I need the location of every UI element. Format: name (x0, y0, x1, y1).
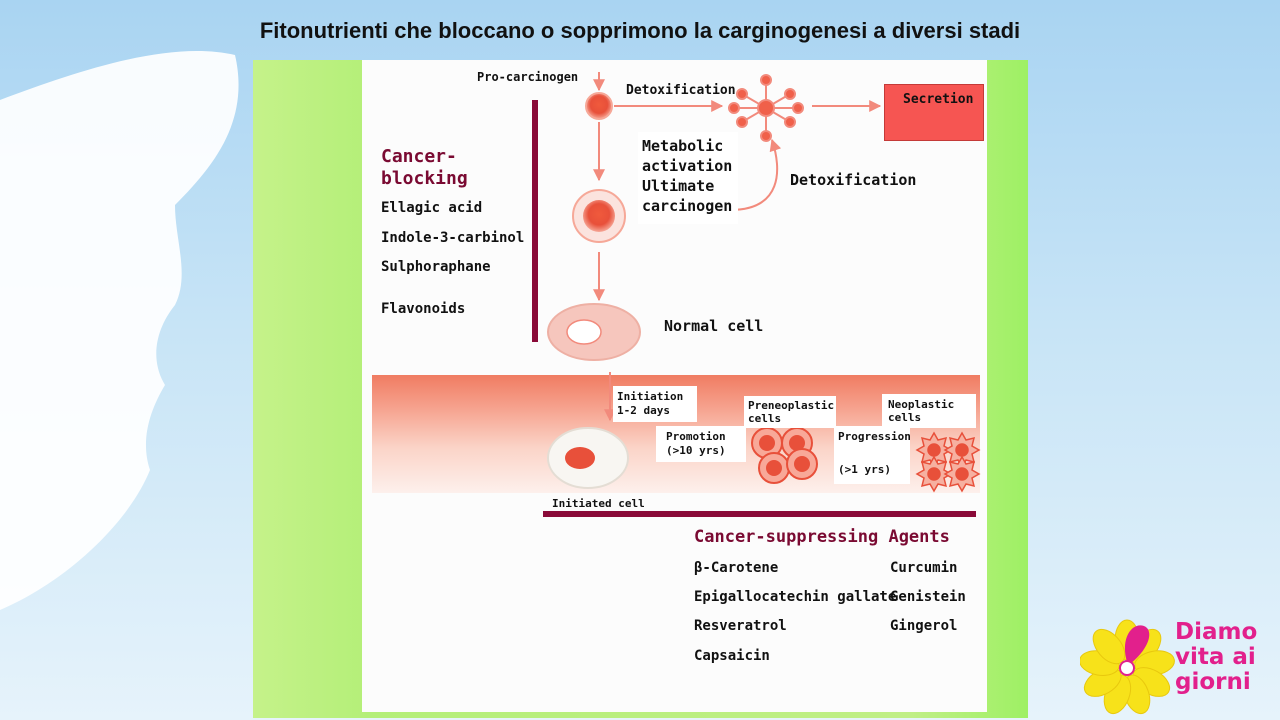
preneoplastic-line: Preneoplastic (748, 399, 835, 412)
progression-box: Progression (>1 yrs) (834, 426, 911, 484)
initiation-line: 1-2 days (617, 404, 670, 417)
cancer-blocking-bar (532, 100, 538, 342)
blocking-agent: Sulphoraphane (381, 259, 491, 275)
neoplastic-cells (915, 431, 981, 493)
progression-label: Progression (838, 430, 911, 443)
diagram-graphics (547, 72, 981, 493)
neoplastic-line: cells (888, 411, 922, 424)
normal-cell-label: Normal cell (664, 317, 764, 335)
flower-icon (1080, 619, 1175, 715)
preneoplastic-line: cells (748, 412, 782, 425)
pro-carcinogen-cell (585, 92, 613, 120)
promotion-box: Promotion (>10 yrs) (656, 426, 746, 462)
flow-arrows (593, 72, 882, 422)
cancer-suppressing-heading: Cancer-suppressing Agents (694, 527, 950, 547)
blocking-agent: Indole-3-carbinol (381, 230, 525, 246)
neoplastic-line: Neoplastic (888, 398, 955, 411)
logo-line: vita ai (1175, 644, 1256, 670)
initiated-cell (547, 427, 629, 489)
logo-line: giorni (1175, 669, 1251, 695)
blocking-agent: Flavonoids (381, 301, 466, 317)
carcinogenesis-diagram: Secretion Pro-carcinogen Detoxification … (362, 60, 987, 712)
cancer-blocking-heading-line: blocking (381, 168, 468, 189)
progression-time-label: (>1 yrs) (838, 463, 891, 476)
preneoplastic-box: Preneoplastic cells (744, 396, 836, 428)
promotion-line: (>10 yrs) (666, 444, 726, 457)
blocking-agent: Ellagic acid (381, 200, 483, 216)
cancer-suppressing-bar (543, 511, 976, 517)
ultimate-carcinogen-cell (572, 189, 626, 243)
cancer-blocking-heading-line: Cancer- (381, 146, 457, 167)
slide-title: Fitonutrienti che bloccano o sopprimono … (259, 18, 1021, 43)
secretion-label: Secretion (903, 92, 974, 107)
metabolic-activation-line: Ultimate (642, 177, 715, 195)
detoxification-top-label: Detoxification (626, 83, 736, 98)
suppressing-agent: Genistein (890, 589, 966, 605)
diamo-vita-ai-giorni-logo: Diamo vita ai giorni (1080, 618, 1280, 718)
detox-molecule-icon (728, 74, 804, 142)
pro-carcinogen-label: Pro-carcinogen (477, 70, 579, 84)
suppressing-agent: Epigallocatechin gallate (694, 589, 897, 605)
logo-line: Diamo (1175, 619, 1258, 645)
initiation-box: Initiation 1-2 days (613, 386, 697, 422)
metabolic-activation-box: Metabolic activation Ultimate carcinogen (638, 132, 738, 224)
normal-cell (547, 303, 641, 361)
suppressing-agent: Capsaicin (694, 648, 770, 664)
suppressing-agent: Resveratrol (694, 618, 787, 634)
neoplastic-box: Neoplastic cells (882, 394, 976, 428)
suppressing-agent: Curcumin (890, 560, 958, 576)
suppressing-agent: Gingerol (890, 618, 958, 634)
detoxification-right-label: Detoxification (790, 171, 917, 189)
metabolic-activation-line: Metabolic (642, 137, 724, 155)
metabolic-activation-line: activation (642, 157, 733, 175)
suppressing-agent: β-Carotene (694, 560, 779, 576)
metabolic-activation-line: carcinogen (642, 197, 733, 215)
initiation-line: Initiation (617, 390, 684, 403)
promotion-line: Promotion (666, 430, 726, 443)
initiated-cell-label: Initiated cell (552, 497, 645, 510)
secretion-box (884, 84, 984, 141)
preneoplastic-cells (751, 427, 818, 484)
